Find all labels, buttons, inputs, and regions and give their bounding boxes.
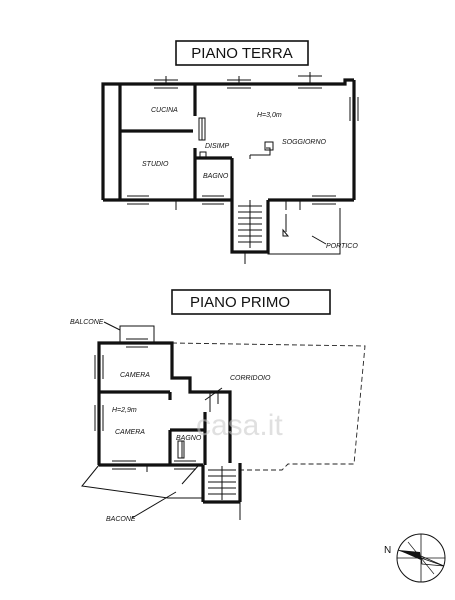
compass-north-label: N	[384, 545, 391, 556]
compass-rose: N	[384, 533, 446, 583]
room-label-bagno-first: BAGNO	[176, 435, 202, 442]
room-label-studio: STUDIO	[142, 161, 169, 168]
room-label-bagno: BAGNO	[203, 173, 229, 180]
room-label-camera-bottom: CAMERA	[115, 429, 145, 436]
room-label-balcone-top: BALCONE	[70, 319, 104, 326]
room-label-portico: PORTICO	[326, 243, 358, 250]
ground-floor-title-box: PIANO TERRA	[175, 40, 309, 66]
first-floor-title: PIANO PRIMO	[190, 294, 290, 311]
first-floor-title-box: PIANO PRIMO	[171, 289, 331, 315]
room-label-soggiorno: SOGGIORNO	[282, 139, 327, 146]
room-label-disimpegno: DISIMP	[205, 143, 229, 150]
first-floor-plan: BALCONE CAMERA CORRIDOIO H=2,9m CAMERA B…	[70, 319, 366, 523]
room-label-balcone-bottom: BACONE	[106, 516, 136, 523]
ground-floor-title: PIANO TERRA	[191, 45, 292, 62]
room-label-corridoio: CORRIDOIO	[230, 375, 271, 382]
room-label-camera-top: CAMERA	[120, 372, 150, 379]
room-label-cucina: CUCINA	[151, 107, 178, 114]
height-note-ground: H=3,0m	[257, 112, 282, 119]
height-note-first: H=2,9m	[112, 407, 137, 414]
ground-floor-plan: CUCINA H=3,0m SOGGIORNO DISIMP STUDIO BA…	[101, 72, 359, 264]
watermark: casa.it	[196, 409, 283, 442]
